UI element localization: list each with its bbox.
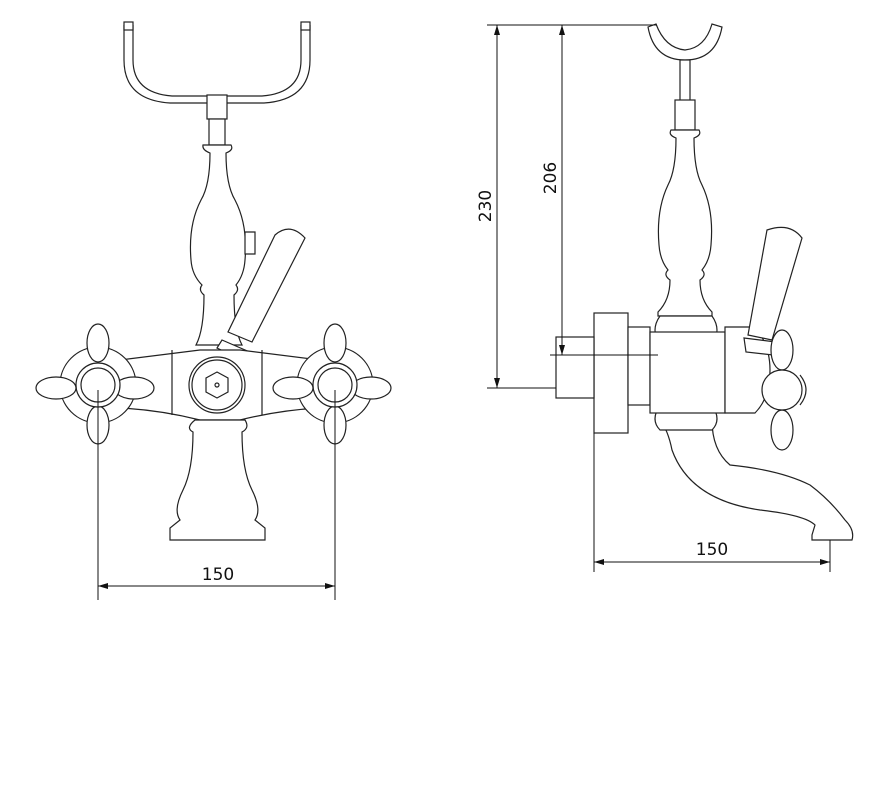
projection-dimension: 150 xyxy=(593,433,831,572)
side-cradle xyxy=(647,23,723,131)
height-dimensions: 230 206 xyxy=(476,24,658,389)
side-handshower xyxy=(743,226,803,356)
projection-dimension-label: 150 xyxy=(696,540,728,560)
side-riser xyxy=(657,129,713,317)
width-dimension: 150 xyxy=(97,390,336,600)
base xyxy=(169,419,266,541)
handshower xyxy=(216,228,306,363)
shower-cradle xyxy=(123,21,311,146)
body-height-label: 206 xyxy=(541,162,561,194)
side-spout xyxy=(658,419,854,541)
side-body xyxy=(555,312,771,434)
hot-tap-handle xyxy=(35,323,155,445)
overall-height-label: 230 xyxy=(476,190,496,222)
diverter-hub xyxy=(188,356,246,414)
cold-tap-handle xyxy=(272,323,392,445)
width-dimension-label: 150 xyxy=(202,565,234,585)
side-tap-handle xyxy=(761,329,807,451)
side-view: 230 206 150 xyxy=(476,23,854,572)
front-view: 150 xyxy=(35,21,392,600)
riser-body xyxy=(189,144,247,346)
